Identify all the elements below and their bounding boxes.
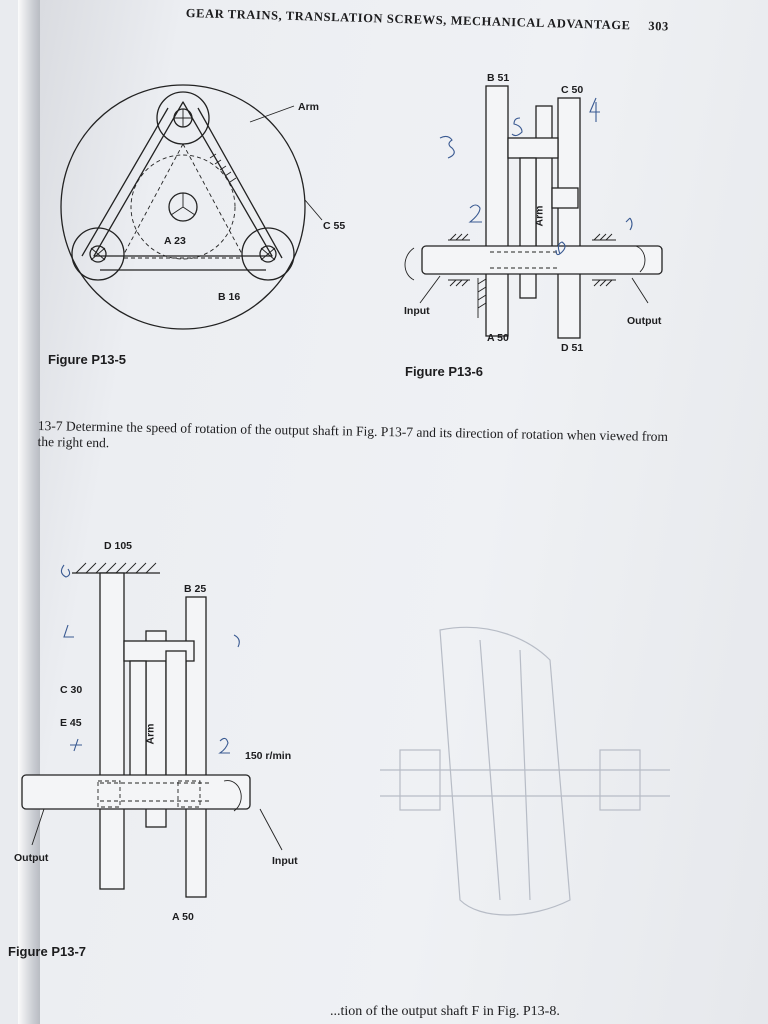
p13-7-label-b: B 25 (184, 583, 207, 595)
p13-7-label-arm: Arm (144, 723, 157, 745)
bleed-through-figure (380, 626, 670, 916)
p13-7-caption: Figure P13-7 (8, 944, 87, 959)
p13-6-label-d: D 51 (561, 342, 584, 354)
page-binding-edge (18, 0, 40, 1024)
p13-6-label-input: Input (404, 305, 430, 317)
p13-7-label-input: Input (272, 855, 298, 867)
p13-7-label-c: C 30 (60, 684, 83, 696)
p13-7-label-output: Output (14, 852, 49, 864)
figure-p13-7-drawing (21, 562, 283, 898)
p13-6-label-output: Output (627, 315, 662, 327)
p13-6-label-c: C 50 (561, 84, 584, 96)
figure-p13-6-drawing (404, 85, 663, 339)
p13-7-label-d: D 105 (104, 540, 133, 552)
bottom-cut-text: ...tion of the output shaft F in Fig. P1… (330, 1004, 560, 1019)
p13-5-label-c: C 55 (323, 220, 346, 232)
p13-5-label-a: A 23 (164, 235, 186, 247)
p13-6-label-a: A 50 (487, 332, 509, 344)
figure-p13-5-drawing (60, 84, 323, 330)
p13-7-label-a: A 50 (172, 911, 194, 923)
p13-7-label-speed: 150 r/min (245, 750, 292, 762)
p13-7-label-e: E 45 (60, 717, 82, 729)
p13-5-label-arm: Arm (298, 101, 320, 113)
p13-5-caption: Figure P13-5 (48, 352, 127, 367)
p13-6-label-b: B 51 (487, 72, 510, 84)
p13-6-caption: Figure P13-6 (405, 364, 484, 379)
p13-6-label-arm: Arm (533, 205, 546, 227)
problem-number: 13-7 (37, 418, 63, 434)
p13-5-label-b: B 16 (218, 291, 241, 303)
page-number: 303 (648, 18, 670, 34)
